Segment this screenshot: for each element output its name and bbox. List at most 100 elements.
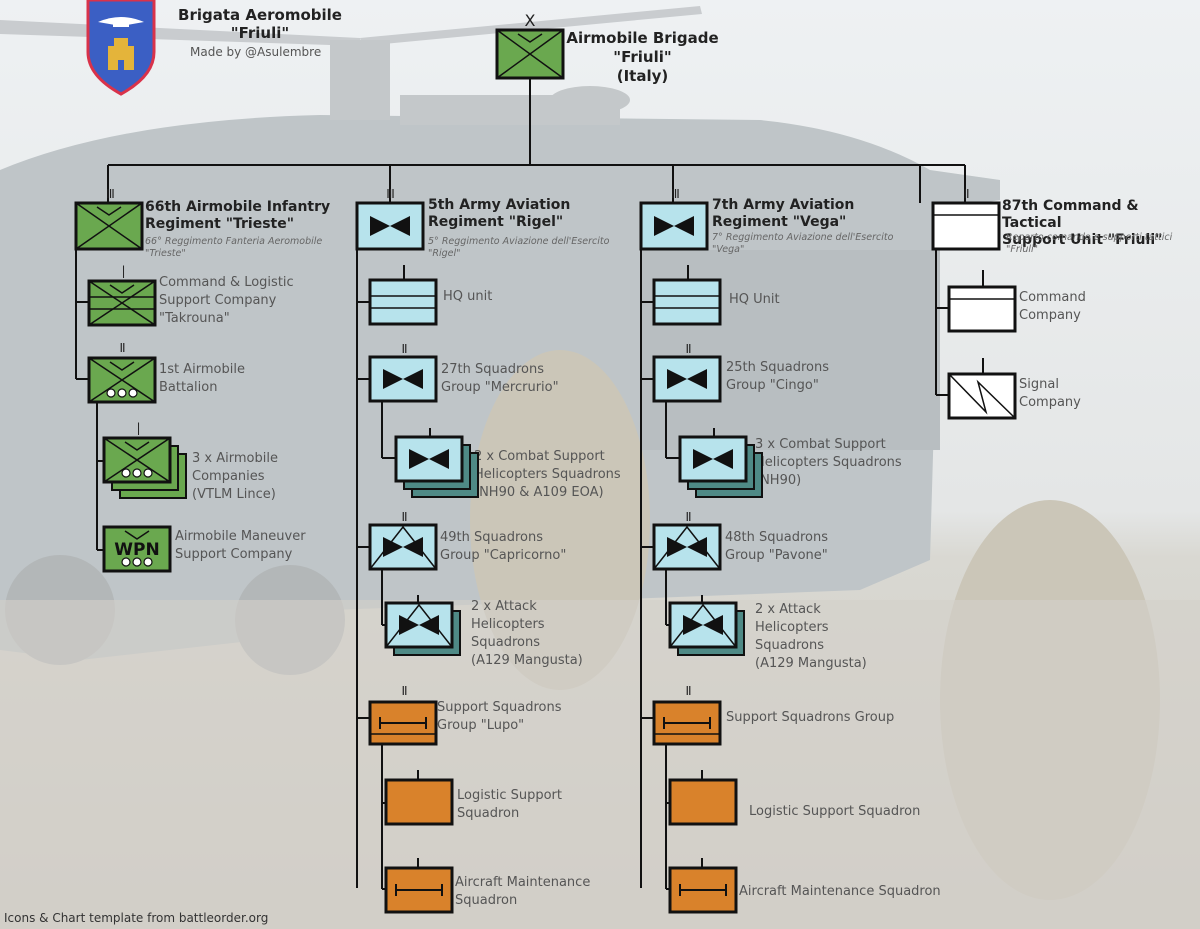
- unit-label-5-0: HQ unit: [443, 289, 493, 304]
- attack-chevron-icon: [653, 525, 721, 570]
- rotary-wing-icon: [390, 216, 410, 236]
- regiment-87-subtitle: Reparto comando e supporti tattici "Friu…: [1006, 232, 1173, 255]
- wheel-icon: [143, 468, 153, 478]
- echelon-regiment-7: III: [671, 187, 679, 201]
- unit-frame: [668, 778, 738, 826]
- unit-label-7-5: Support Squadrons Group: [726, 710, 895, 725]
- rotary-wing-icon: [419, 615, 439, 635]
- rotary-wing-icon: [399, 615, 419, 635]
- unit-frame: [368, 278, 438, 326]
- unit-frame: [668, 601, 738, 649]
- rotary-wing-icon: [667, 537, 687, 557]
- unit-label-5-1: 27th Squadrons Group "Mercrurio": [441, 362, 559, 395]
- rotary-wing-icon: [429, 449, 449, 469]
- regiment-5-subtitle: 5° Reggimento Aviazione dell'Esercito "R…: [428, 236, 610, 259]
- echelon-unit: II: [685, 684, 691, 698]
- unit-label-5-5: Support Squadrons Group "Lupo": [437, 700, 562, 733]
- unit-label-66-1: 1st Airmobile Battalion: [159, 362, 245, 395]
- unit-label-66-3: Airmobile Maneuver Support Company: [175, 529, 306, 562]
- unit-label-7-1: 25th Squadrons Group "Cingo": [726, 360, 829, 393]
- rotary-wing-icon: [383, 537, 403, 557]
- airmobile-chevron-icon: [109, 361, 135, 371]
- infantry-cross-icon: [88, 280, 156, 326]
- unit-label-7-3: 48th Squadrons Group "Pavone": [725, 530, 828, 563]
- rotary-wing-icon: [693, 449, 713, 469]
- unit-frame: [368, 355, 438, 403]
- wheel-icon: [128, 388, 138, 398]
- wheel-icon: [121, 557, 131, 567]
- rotary-wing-icon: [683, 615, 703, 635]
- unit-label-5-3: 49th Squadrons Group "Capricorno": [440, 530, 567, 563]
- infantry-cross-icon: [496, 29, 564, 79]
- wheel-icon: [132, 557, 142, 567]
- regiment-7-name: 7th Army Aviation Regiment "Vega": [712, 197, 855, 230]
- rotary-wing-icon: [409, 449, 429, 469]
- airmobile-chevron-icon: [517, 33, 543, 43]
- unit-label-5-2: 2 x Combat Support Helicopters Squadrons…: [474, 449, 621, 500]
- unit-label-5-7: Aircraft Maintenance Squadron: [455, 875, 591, 908]
- unit-label-7-4: 2 x Attack Helicopters Squadrons (A129 M…: [755, 602, 867, 671]
- echelon-unit: II: [401, 684, 407, 698]
- regiment-7-subtitle: 7° Reggimento Aviazione dell'Esercito "V…: [712, 232, 894, 255]
- attack-chevron-icon: [369, 525, 437, 570]
- echelon-regiment-66: III: [106, 187, 114, 201]
- maintenance-icon: [663, 717, 711, 729]
- echelon-unit: II: [119, 341, 125, 355]
- attack-chevron-icon: [385, 603, 453, 648]
- echelon-regiment-87: II: [963, 187, 969, 201]
- attack-chevron-icon: [669, 603, 737, 648]
- unit-frame: [394, 435, 464, 483]
- unit-label-5-4: 2 x Attack Helicopters Squadrons (A129 M…: [471, 599, 583, 668]
- wpn-icon: WPN: [114, 540, 159, 560]
- rotary-wing-icon: [370, 216, 390, 236]
- wheel-icon: [121, 468, 131, 478]
- rotary-wing-icon: [687, 537, 707, 557]
- unit-label-7-0: HQ Unit: [729, 292, 780, 307]
- echelon-unit: |: [121, 264, 124, 278]
- infantry-cross-icon: [103, 437, 171, 483]
- infantry-cross-icon: [75, 202, 143, 250]
- unit-frame: [652, 278, 722, 326]
- rotary-wing-icon: [667, 369, 687, 389]
- unit-frame: [652, 523, 722, 571]
- rotary-wing-icon: [654, 216, 674, 236]
- header-title: Brigata Aeromobile "Friuli": [178, 6, 342, 42]
- airmobile-chevron-icon: [109, 284, 135, 294]
- echelon-unit: |: [136, 421, 139, 435]
- unit-frame: [931, 201, 1001, 251]
- airmobile-chevron-icon: [96, 206, 122, 216]
- rotary-wing-icon: [403, 369, 423, 389]
- unit-label-66-0: Command & Logistic Support Company "Takr…: [159, 275, 294, 326]
- unit-label-87-1: Signal Company: [1019, 377, 1081, 410]
- rotary-wing-icon: [687, 369, 707, 389]
- rotary-wing-icon: [703, 615, 723, 635]
- echelon-unit: II: [685, 510, 691, 524]
- rotary-wing-icon: [674, 216, 694, 236]
- regiment-5-name: 5th Army Aviation Regiment "Rigel": [428, 197, 571, 230]
- wheel-icon: [117, 388, 127, 398]
- rotary-wing-icon: [403, 537, 423, 557]
- root-echelon: X: [524, 11, 536, 30]
- unit-label-7-6: Logistic Support Squadron: [749, 804, 921, 819]
- maintenance-icon: [395, 884, 443, 896]
- maintenance-icon: [379, 717, 427, 729]
- unit-label-66-2: 3 x Airmobile Companies (VTLM Lince): [192, 451, 278, 502]
- unit-label-5-6: Logistic Support Squadron: [457, 788, 562, 821]
- airmobile-chevron-icon: [124, 530, 150, 540]
- wheel-icon: [143, 557, 153, 567]
- echelon-unit: II: [401, 342, 407, 356]
- regiment-87-name: 87th Command & Tactical Support Unit "Fr…: [1002, 198, 1163, 248]
- unit-label-7-2: 3 x Combat Support Helicopters Squadrons…: [755, 437, 902, 488]
- regiment-66-subtitle: 66° Reggimento Fanteria Aeromobile "Trie…: [145, 236, 323, 259]
- unit-label-87-0: Command Company: [1019, 290, 1086, 323]
- footer-credit: Icons & Chart template from battleorder.…: [4, 911, 269, 925]
- rotary-wing-icon: [713, 449, 733, 469]
- unit-label-7-7: Aircraft Maintenance Squadron: [739, 884, 941, 899]
- echelon-regiment-5: III: [386, 187, 394, 201]
- regiment-66-name: 66th Airmobile Infantry Regiment "Triest…: [145, 199, 331, 232]
- infantry-cross-icon: [88, 357, 156, 403]
- wheel-icon: [106, 388, 116, 398]
- maintenance-icon: [679, 884, 727, 896]
